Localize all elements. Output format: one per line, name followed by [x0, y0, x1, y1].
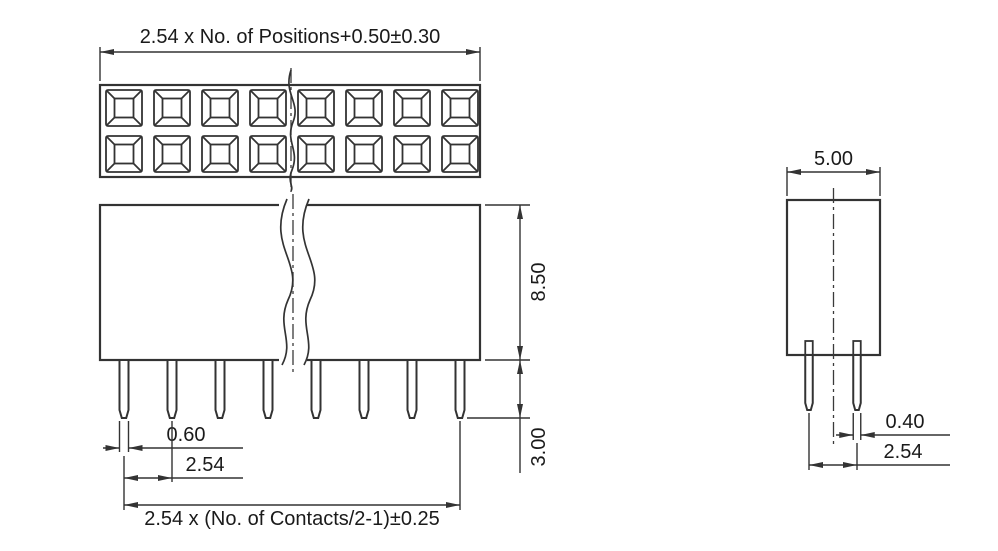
- pin-front-instance: [214, 359, 226, 419]
- pin-side-instance: [804, 354, 814, 411]
- pin-front-instance: [454, 359, 466, 419]
- front-view-break-line-left: [279, 198, 294, 366]
- dim-label-contact-span: 2.54 x (No. of Contacts/2-1)±0.25: [144, 508, 440, 530]
- front-view: [98, 194, 482, 419]
- side-view-dimensions: 5.00 0.40 2.54: [786, 148, 950, 470]
- dim-label-pin-length: 3.00: [528, 428, 550, 467]
- dim-label-pin-width: 0.60: [167, 424, 206, 446]
- front-view-dimensions: 8.50 3.00 0.60 2.54 2.54 x (No. of Conta…: [103, 204, 550, 530]
- top-view-break-line: [288, 69, 296, 192]
- pin-side-instance: [852, 354, 862, 411]
- dim-label-body-height: 8.50: [528, 263, 550, 302]
- pin-front-instance: [118, 359, 130, 419]
- pin-front-instance: [358, 359, 370, 419]
- pin-front-instance: [406, 359, 418, 419]
- dim-label-pin-thickness: 0.40: [886, 411, 925, 433]
- front-view-break-line-right: [301, 198, 316, 366]
- dim-label-top-width: 2.54 x No. of Positions+0.50±0.30: [140, 26, 441, 48]
- pin-front-instance: [166, 359, 178, 419]
- side-view: [785, 188, 882, 445]
- pin-front-instance: [262, 359, 274, 419]
- dim-label-side-width: 5.00: [814, 148, 853, 170]
- top-view: [98, 68, 482, 192]
- dim-label-pin-pitch: 2.54: [186, 454, 225, 476]
- pin-front-instance: [310, 359, 322, 419]
- dim-label-row-pitch: 2.54: [884, 441, 923, 463]
- front-pins: [118, 359, 466, 419]
- top-view-dimensions: 2.54 x No. of Positions+0.50±0.30: [99, 26, 481, 81]
